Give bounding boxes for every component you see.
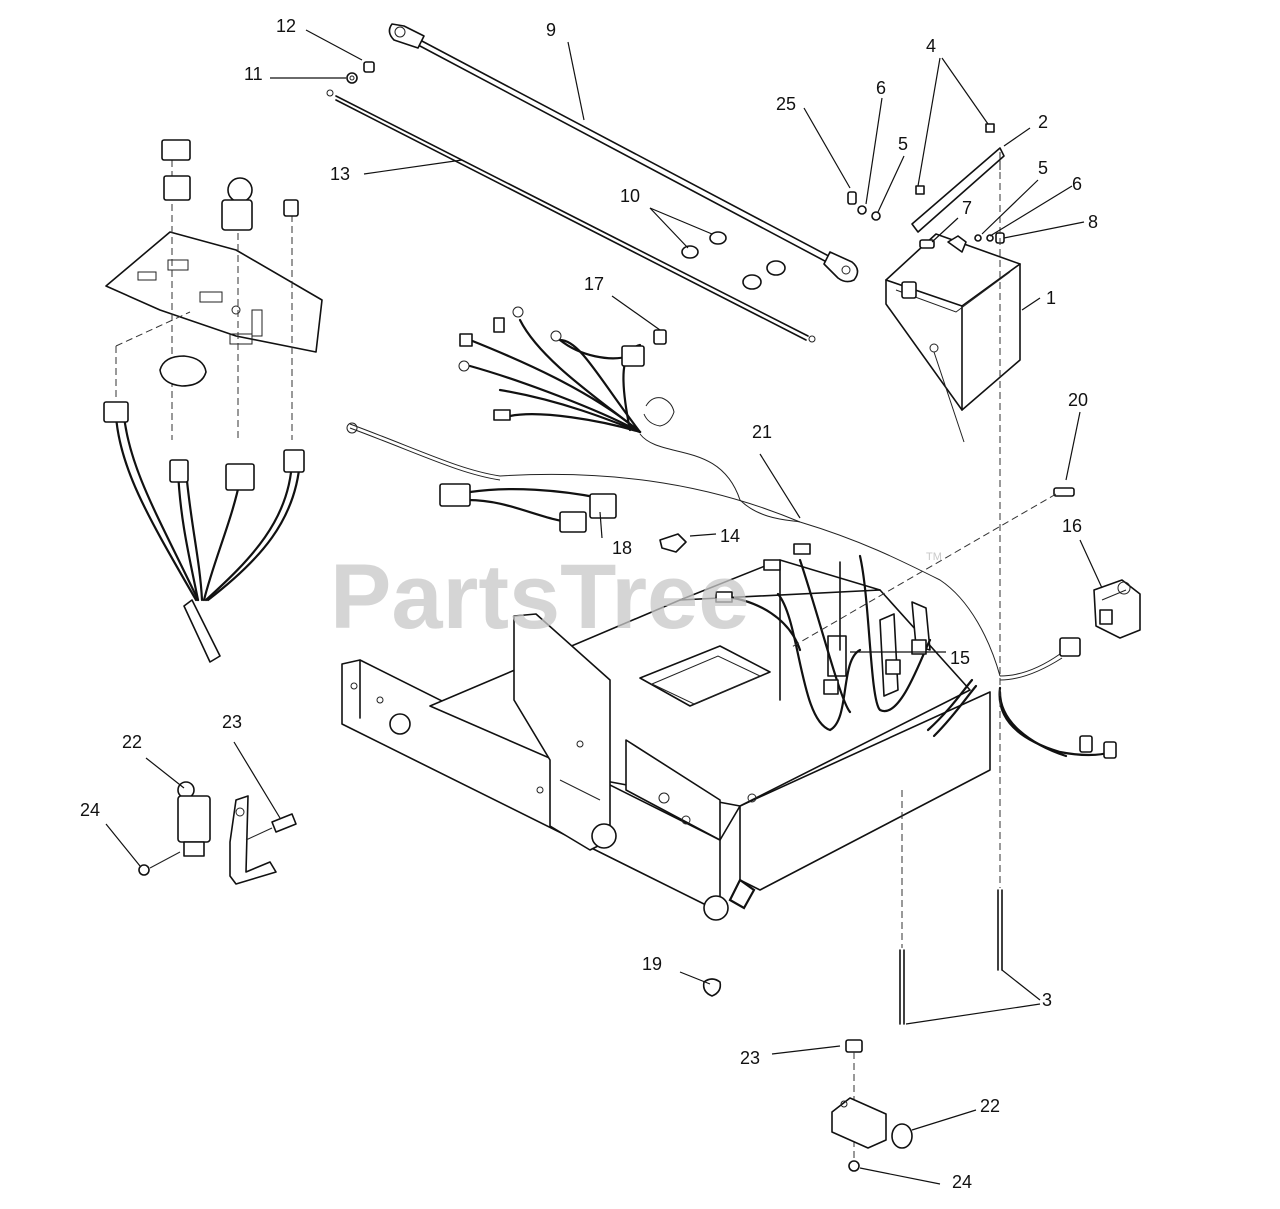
callout-24a: 24	[80, 800, 100, 820]
callout-20: 20	[1068, 390, 1088, 410]
callout-7: 7	[962, 198, 972, 218]
harness-clip[interactable]	[659, 533, 687, 553]
callout-12: 12	[276, 16, 296, 36]
battery-cable[interactable]	[388, 23, 859, 283]
seat-switch[interactable]	[998, 579, 1141, 759]
callout-6b: 6	[1072, 174, 1082, 194]
battery[interactable]	[885, 233, 1021, 443]
tractor-frame[interactable]	[341, 543, 991, 921]
callout-2: 2	[1038, 112, 1048, 132]
callout-9: 9	[546, 20, 556, 40]
washer-and-bolt[interactable]	[346, 61, 375, 84]
long-bolts[interactable]	[789, 172, 1075, 1025]
callout-10: 10	[620, 186, 640, 206]
callout-5a: 5	[898, 134, 908, 154]
callout-8: 8	[1088, 212, 1098, 232]
callout-11: 11	[244, 64, 263, 84]
cable-bushings[interactable]	[681, 231, 786, 290]
brake-switch-bottom[interactable]	[831, 1039, 913, 1172]
callout-1: 1	[1046, 288, 1056, 308]
callout-17: 17	[584, 274, 604, 294]
callout-18: 18	[612, 538, 632, 558]
callout-5b: 5	[1038, 158, 1048, 178]
terminal-hardware[interactable]	[847, 191, 1005, 253]
callout-23b: 23	[740, 1048, 760, 1068]
main-harness[interactable]	[346, 422, 1001, 677]
callout-22a: 22	[122, 732, 142, 752]
callout-22b: 22	[980, 1096, 1000, 1116]
callout-labels: 1 2 3 4 5 5 6 6 7 8 9 10 11 12 13 14 15 …	[80, 16, 1098, 1192]
callout-14: 14	[720, 526, 740, 546]
callout-16: 16	[1062, 516, 1082, 536]
brake-switch-left[interactable]	[138, 781, 297, 885]
callout-15: 15	[950, 648, 970, 668]
battery-holddown[interactable]	[911, 123, 1005, 233]
engine-harness[interactable]	[458, 306, 801, 523]
leader-lines	[105, 29, 1103, 1185]
callout-6a: 6	[876, 78, 886, 98]
callout-4: 4	[926, 36, 936, 56]
callout-3: 3	[1042, 990, 1052, 1010]
callout-13: 13	[330, 164, 350, 184]
watermark-trademark: TM	[926, 551, 942, 563]
dash-panel[interactable]	[103, 139, 323, 663]
callout-25: 25	[776, 94, 796, 114]
ground-cable[interactable]	[326, 89, 816, 343]
callout-24b: 24	[952, 1172, 972, 1192]
callout-21: 21	[752, 422, 772, 442]
callout-23a: 23	[222, 712, 242, 732]
callout-19: 19	[642, 954, 662, 974]
parts-tree-watermark: PartsTree	[330, 546, 749, 648]
push-clip[interactable]	[702, 978, 722, 997]
